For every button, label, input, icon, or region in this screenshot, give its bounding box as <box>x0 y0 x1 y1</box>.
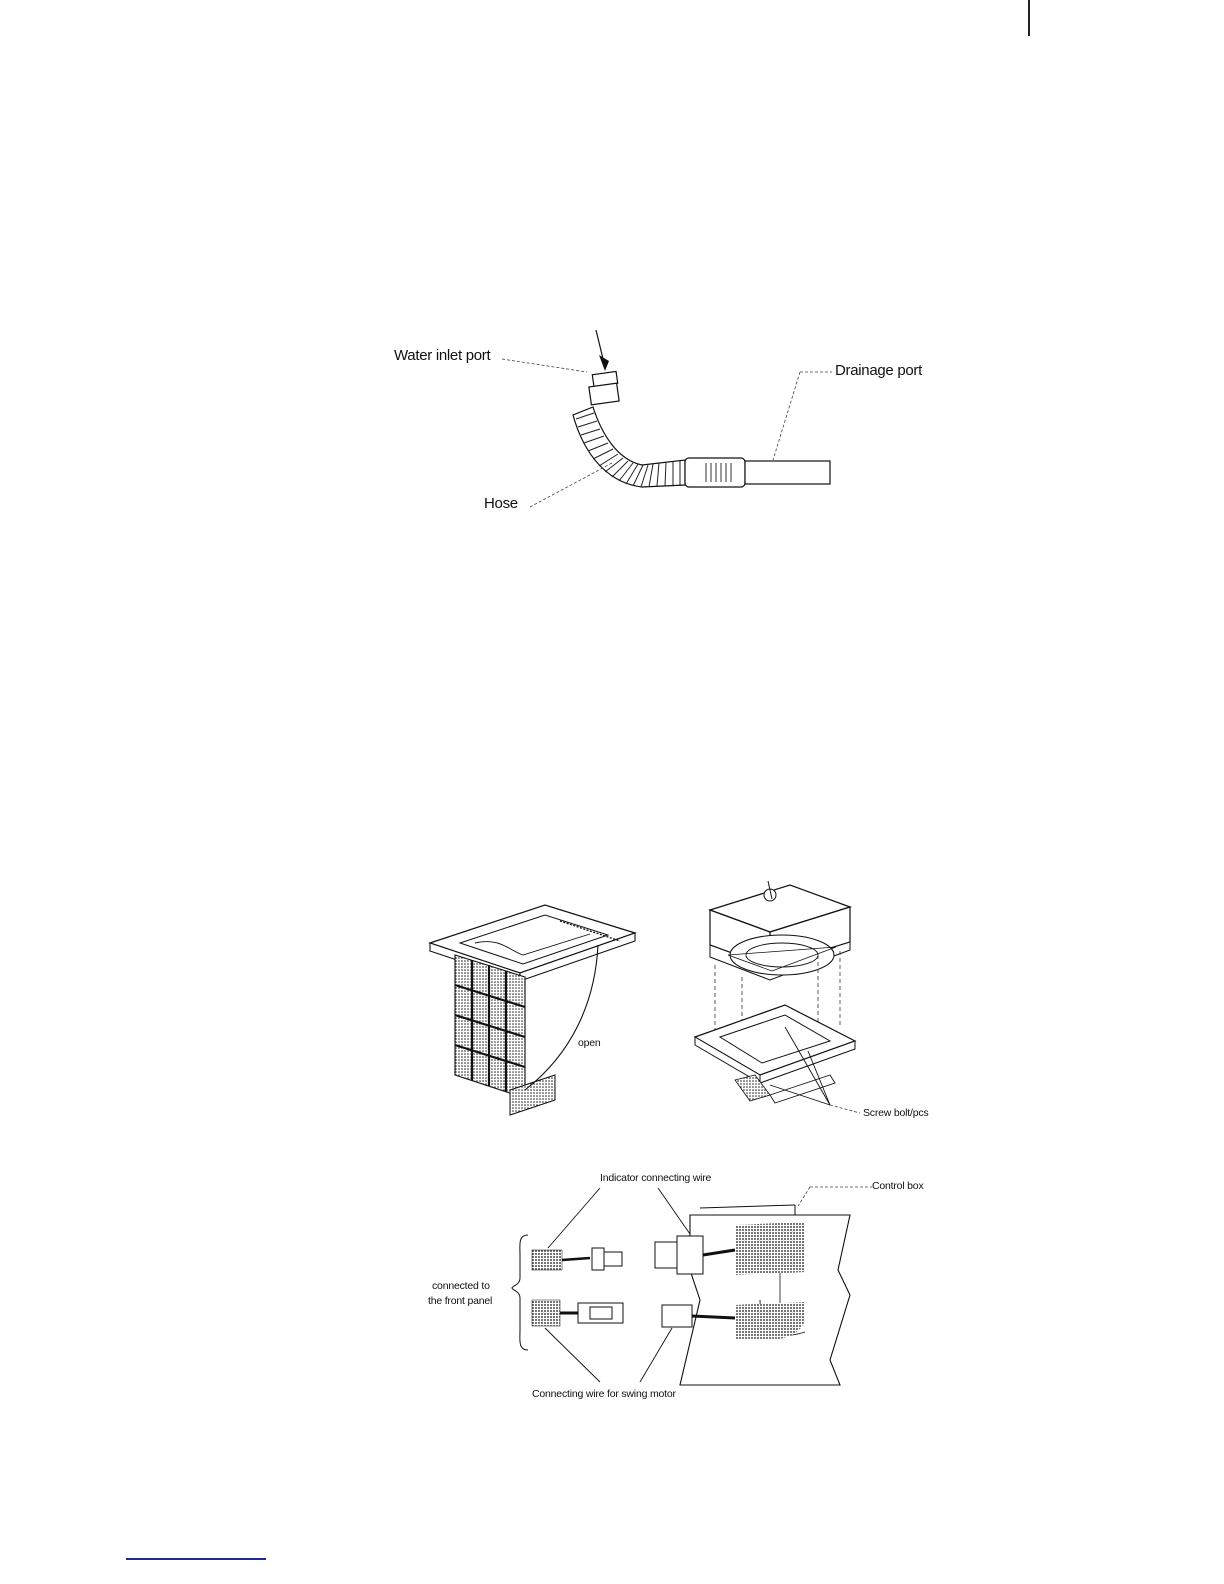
panel-assembly-drawing <box>410 855 970 1145</box>
front-panel-label-line1: connected to <box>432 1280 490 1292</box>
figure-panel-assembly: open Screw bolt/pcs <box>410 855 970 1145</box>
swing-motor-wire-label: Connecting wire for swing motor <box>532 1388 676 1400</box>
page-edge-line <box>1028 0 1030 36</box>
drainage-port-label: Drainage port <box>835 362 922 379</box>
control-box-label: Control box <box>872 1180 924 1192</box>
front-panel-label-line2: the front panel <box>428 1295 492 1307</box>
hose-label: Hose <box>484 495 518 512</box>
open-label: open <box>578 1037 601 1049</box>
screw-bolt-label: Screw bolt/pcs <box>863 1107 928 1119</box>
indicator-wire-label: Indicator connecting wire <box>600 1172 711 1184</box>
figure-wiring: Indicator connecting wire Control box co… <box>400 1160 970 1410</box>
footnote-rule <box>126 1558 266 1560</box>
water-inlet-port-label: Water inlet port <box>394 347 490 364</box>
figure-drain-hose: Water inlet port Drainage port Hose <box>380 315 960 545</box>
